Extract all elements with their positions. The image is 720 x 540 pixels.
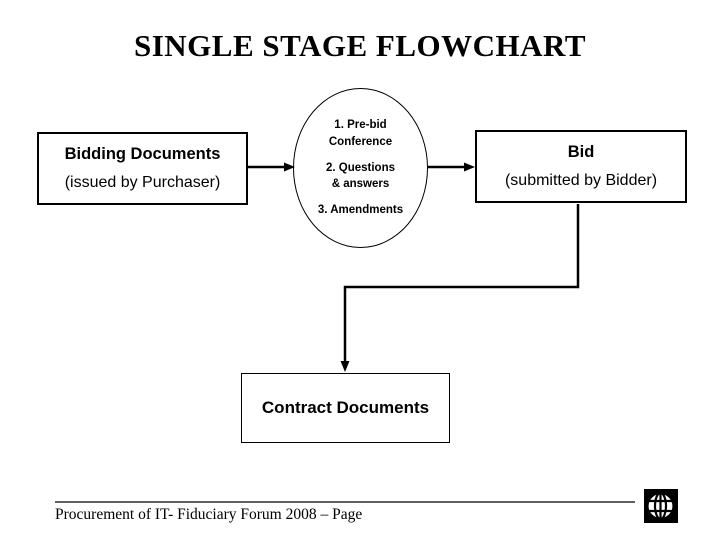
ellipse-item-questions-answers: 2. Questions & answers — [326, 160, 395, 193]
contract-documents-box: Contract Documents — [241, 373, 450, 443]
bidding-documents-sublabel: (issued by Purchaser) — [64, 174, 221, 192]
footer-text: Procurement of IT- Fiduciary Forum 2008 … — [55, 506, 363, 523]
ellipse-item-amendments: 3. Amendments — [318, 202, 403, 219]
contract-documents-label: Contract Documents — [261, 398, 430, 417]
arrow-conference-to-bid — [428, 162, 475, 172]
globe-icon — [644, 489, 678, 523]
ellipse-item-prebid-conference: 1. Pre-bid Conference — [329, 117, 392, 150]
bid-box: Bid (submitted by Bidder) — [475, 130, 687, 203]
prebid-conference-ellipse: 1. Pre-bid Conference 2. Questions & ans… — [293, 88, 428, 248]
bidding-documents-box: Bidding Documents (issued by Purchaser) — [37, 132, 248, 205]
ellipse-item-1-line-2: Conference — [328, 135, 393, 148]
slide-title: SINGLE STAGE FLOWCHART — [133, 28, 587, 63]
bid-sublabel: (submitted by Bidder) — [504, 172, 658, 190]
ellipse-item-3-line-1: 3. Amendments — [317, 204, 404, 216]
arrow-bidding-to-conference — [248, 162, 295, 172]
ellipse-item-1-line-1: 1. Pre-bid — [334, 119, 387, 132]
bidding-documents-label: Bidding Documents — [64, 145, 221, 164]
ellipse-item-2-line-2: & answers — [331, 178, 390, 191]
ellipse-item-2-line-1: 2. Questions — [325, 161, 396, 174]
bid-label: Bid — [567, 143, 595, 162]
